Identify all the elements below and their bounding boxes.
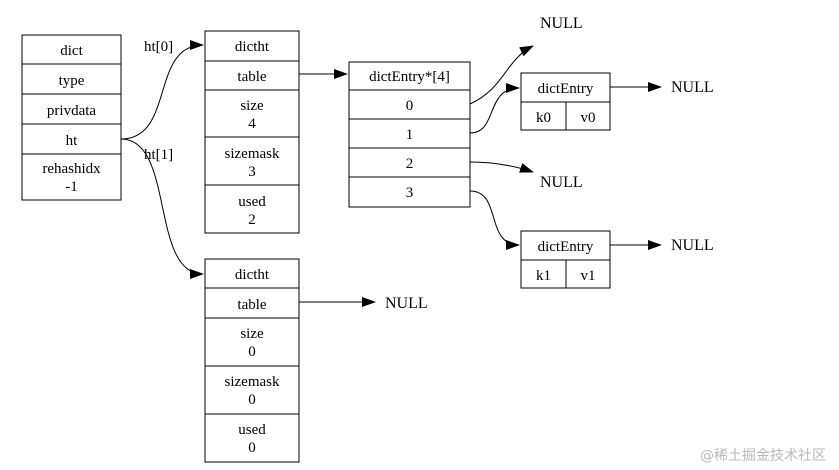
edge-ht-to-ht0 xyxy=(120,40,204,140)
dictht-0-field-sizemask: sizemask xyxy=(225,146,280,162)
dictht-1-field-size: size xyxy=(240,326,264,342)
watermark-text: @稀土掘金技术社区 xyxy=(700,448,826,464)
edge-slot0-to-null xyxy=(469,45,534,105)
null-label-ht1-table: NULL xyxy=(385,295,428,312)
dictht-1-field-table: table xyxy=(237,297,266,313)
null-label-entry0-next: NULL xyxy=(671,79,714,96)
dictht-1-node: dictht table size 0 sizemask 0 used 0 xyxy=(204,258,300,463)
dict-field-rehashidx-value: -1 xyxy=(65,179,78,195)
dictht-1-used-value: 0 xyxy=(248,440,256,456)
dictentry-0-value: v0 xyxy=(581,110,596,126)
dictht-1-border xyxy=(204,258,300,463)
edge-label-ht0: ht[0] xyxy=(144,39,173,55)
dict-field-type: type xyxy=(59,73,85,89)
edge-ht-to-ht1 xyxy=(120,138,204,279)
null-label-slot0: NULL xyxy=(540,15,583,32)
dictentry-array-slot-2: 2 xyxy=(406,156,414,172)
dictht-1-size-value: 0 xyxy=(248,344,256,360)
dictentry-1-title: dictEntry xyxy=(538,239,594,255)
dict-node-border xyxy=(21,34,122,201)
dict-title: dict xyxy=(60,43,83,59)
dictht-0-border xyxy=(204,30,300,234)
null-label-entry1-next: NULL xyxy=(671,237,714,254)
dict-node: dict type privdata ht rehashidx -1 xyxy=(21,34,122,201)
dict-field-ht: ht xyxy=(66,133,79,149)
dictht-0-field-used: used xyxy=(238,194,266,210)
dictht-0-field-table: table xyxy=(237,69,266,85)
edge-slot1-to-entry0 xyxy=(469,83,520,134)
dictht-0-node: dictht table size 4 sizemask 3 used 2 xyxy=(204,30,300,234)
dictentry-array-slot-1: 1 xyxy=(406,127,414,143)
dictentry-1-key: k1 xyxy=(536,268,551,284)
dictht-1-field-sizemask: sizemask xyxy=(225,374,280,390)
dictht-0-field-size: size xyxy=(240,98,264,114)
dictentry-1-value: v1 xyxy=(581,268,596,284)
dictht-0-title: dictht xyxy=(235,39,270,55)
dictentry-array-border xyxy=(348,61,471,208)
dictentry-array-slot-0: 0 xyxy=(406,98,414,114)
dictht-1-field-used: used xyxy=(238,422,266,438)
dictentry-array-title: dictEntry*[4] xyxy=(369,69,450,85)
dict-field-privdata: privdata xyxy=(47,103,96,119)
dictht-0-used-value: 2 xyxy=(248,212,256,228)
dictentry-0-node: dictEntry k0 v0 xyxy=(520,72,611,131)
dictentry-0-key: k0 xyxy=(536,110,551,126)
dict-field-rehashidx: rehashidx xyxy=(42,161,101,177)
dictht-0-size-value: 4 xyxy=(248,116,256,132)
dictht-1-title: dictht xyxy=(235,267,270,283)
null-label-slot2: NULL xyxy=(540,174,583,191)
dictentry-array-slot-3: 3 xyxy=(406,185,414,201)
dictentry-0-title: dictEntry xyxy=(538,81,594,97)
dictht-0-sizemask-value: 3 xyxy=(248,164,256,180)
dictentry-1-node: dictEntry k1 v1 xyxy=(520,230,611,289)
edge-slot3-to-entry1 xyxy=(469,190,520,250)
edge-slot2-to-null xyxy=(469,161,534,173)
dictht-1-sizemask-value: 0 xyxy=(248,392,256,408)
edge-label-ht1: ht[1] xyxy=(144,147,173,163)
dictentry-array-node: dictEntry*[4] 0 1 2 3 xyxy=(348,61,471,208)
